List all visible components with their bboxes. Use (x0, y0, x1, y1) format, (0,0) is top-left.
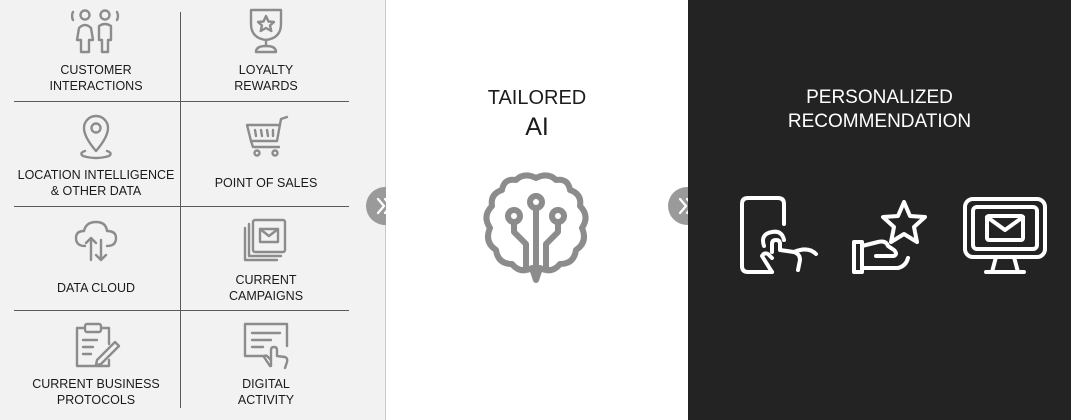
ai-title: TAILORED AI (386, 86, 688, 144)
touch-screen-icon (182, 318, 350, 372)
source-current-campaigns: CURRENT CAMPAIGNS (182, 210, 350, 314)
source-label: DIGITAL ACTIVITY (237, 377, 295, 407)
ai-title-line1: TAILORED (487, 87, 587, 109)
source-label: DATA CLOUD (56, 281, 136, 295)
source-label: CURRENT CAMPAIGNS (228, 273, 304, 303)
source-point-of-sales: POINT OF SALES (182, 105, 350, 209)
grid-divider-horizontal (14, 206, 349, 207)
source-label: CUSTOMER INTERACTIONS (49, 63, 143, 93)
grid-divider-horizontal (14, 310, 349, 311)
trophy-icon (182, 4, 350, 58)
tap-phone-icon (738, 196, 820, 281)
tailored-ai-panel: TAILORED AI (386, 0, 688, 420)
source-label: LOYALTY REWARDS (234, 63, 298, 93)
cloud-transfer-icon (12, 214, 180, 268)
shopping-cart-icon (182, 109, 350, 163)
ai-title-line2: AI (525, 113, 549, 141)
data-sources-panel: CUSTOMER INTERACTIONS LOYALTY REWARDS (0, 0, 386, 420)
source-label: POINT OF SALES (214, 176, 318, 190)
source-loyalty-rewards: LOYALTY REWARDS (182, 0, 350, 104)
source-location-intelligence: LOCATION INTELLIGENCE & OTHER DATA (12, 105, 180, 209)
recommendation-title: PERSONALIZED RECOMMENDATION (787, 87, 972, 132)
star-in-hand-icon (850, 198, 932, 283)
source-current-business-protocols: CURRENT BUSINESS PROTOCOLS (12, 314, 180, 418)
recommendation-panel: PERSONALIZED RECOMMENDATION (688, 0, 1071, 420)
email-monitor-icon (962, 196, 1048, 281)
email-stack-icon (182, 214, 350, 268)
brain-circuit-icon (480, 170, 592, 291)
source-label: CURRENT BUSINESS PROTOCOLS (32, 377, 160, 407)
source-customer-interactions: CUSTOMER INTERACTIONS (12, 0, 180, 104)
clipboard-icon (12, 318, 180, 372)
source-data-cloud: DATA CLOUD (12, 210, 180, 314)
grid-divider-horizontal (14, 101, 349, 102)
location-pin-icon (12, 109, 180, 163)
source-digital-activity: DIGITAL ACTIVITY (182, 314, 350, 418)
source-label: LOCATION INTELLIGENCE & OTHER DATA (17, 168, 175, 198)
people-icon (12, 4, 180, 58)
grid-divider-vertical (180, 12, 181, 408)
